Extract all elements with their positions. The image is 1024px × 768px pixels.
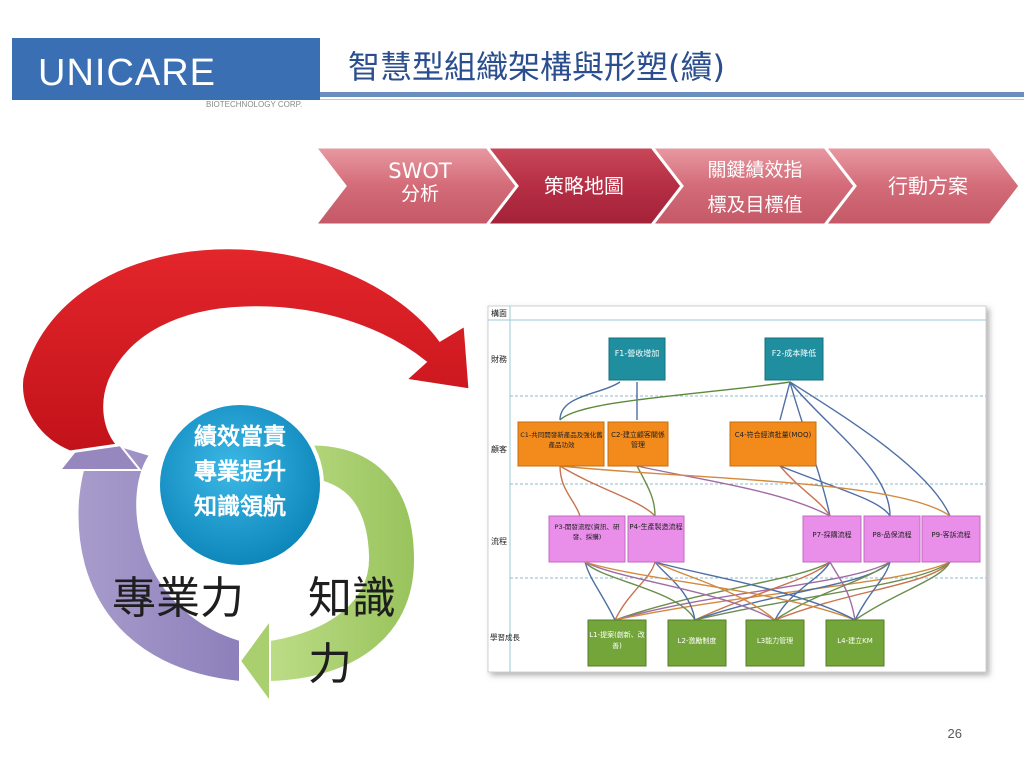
- strategy-node-c2: [607, 421, 669, 467]
- row-label-customer: 顧客: [491, 444, 507, 454]
- node-label-f1: F1-營收增加: [615, 348, 660, 358]
- cycle-hub: [156, 401, 324, 569]
- node-label-c2: C2-建立顧客關係管理: [611, 431, 665, 449]
- hub-line3: 知識領航: [194, 494, 286, 520]
- hub-line2: 專業提升: [194, 459, 286, 485]
- strategy-node-l1: [587, 619, 647, 667]
- strategy-node-c4: [729, 421, 817, 467]
- node-label-c4: C4-符合經濟批量(MOQ): [734, 431, 812, 439]
- strategy-map-frame: [487, 305, 987, 673]
- company-logo-subtitle: BIOTECHNOLOGY CORP.: [206, 100, 303, 109]
- strategy-node-l4: [825, 619, 885, 667]
- node-label-p9: P9-客訴流程: [931, 531, 971, 539]
- strategy-node-p8: [863, 515, 921, 563]
- strategy-node-p7: [802, 515, 862, 563]
- strategy-node-p4: [627, 515, 685, 563]
- cycle-label-knowledge-line2: 力: [308, 639, 352, 690]
- title-underline-thin: [320, 99, 1024, 100]
- step-strategy-map-label: 策略地圖: [544, 174, 624, 198]
- row-label-learning: 學習成長: [490, 632, 520, 642]
- row-label-process: 流程: [491, 536, 507, 546]
- step-swot-line1: SWOT: [388, 159, 452, 183]
- cycle-arrow-green: [238, 616, 271, 706]
- cycle-label-knowledge-line1: 知識: [308, 573, 396, 624]
- node-label-l2: L2-激勵制度: [677, 637, 717, 645]
- strategy-map-header: 構面: [491, 308, 507, 318]
- logo-banner: [12, 38, 320, 100]
- node-label-p8: P8-品保流程: [872, 531, 912, 539]
- step-swot-line2: 分析: [400, 183, 439, 205]
- company-logo: UNICARE: [38, 52, 217, 94]
- hub-line1: 績效當責: [194, 424, 286, 450]
- strategy-node-l3: [745, 619, 805, 667]
- title-underline: [320, 92, 1024, 97]
- strategy-node-p3: [548, 515, 626, 563]
- step-action-plan-label: 行動方案: [888, 174, 968, 198]
- strategy-map-links: [559, 381, 951, 621]
- row-label-financial: 財務: [491, 354, 507, 364]
- cycle-segment-green: [269, 443, 417, 684]
- step-kpi-line2: 標及目標值: [707, 194, 803, 216]
- strategy-node-p9: [921, 515, 981, 563]
- node-label-p4: P4-生產製造流程: [629, 523, 683, 531]
- page-title: 智慧型組織架構與形塑(續): [348, 48, 725, 86]
- cycle-label-performance: 績效力: [152, 337, 302, 395]
- page-number: 26: [947, 726, 962, 741]
- node-label-c1: C1-共同開發新產品及強化舊產品功效: [520, 431, 603, 449]
- node-label-l3: L3能力管理: [756, 637, 794, 645]
- cycle-segment-red: [20, 246, 472, 454]
- node-label-l4: L4-建立KM: [837, 637, 873, 645]
- strategy-node-f2: [764, 337, 824, 381]
- strategy-node-f1: [608, 337, 666, 381]
- chevron-step-action-plan: [821, 145, 1022, 227]
- node-label-p7: P7-採購流程: [812, 531, 852, 539]
- strategy-node-l2: [667, 619, 727, 667]
- node-label-p3: P3-開發流程(資訊、研發、採購): [554, 523, 620, 541]
- step-kpi-line1: 關鍵績效指: [707, 159, 803, 181]
- cycle-label-professional: 專業力: [112, 573, 244, 624]
- strategy-node-c1: [517, 421, 605, 467]
- node-label-l1: L1-提案(創新、改善): [589, 631, 645, 650]
- node-label-f2: F2-成本降低: [772, 348, 817, 358]
